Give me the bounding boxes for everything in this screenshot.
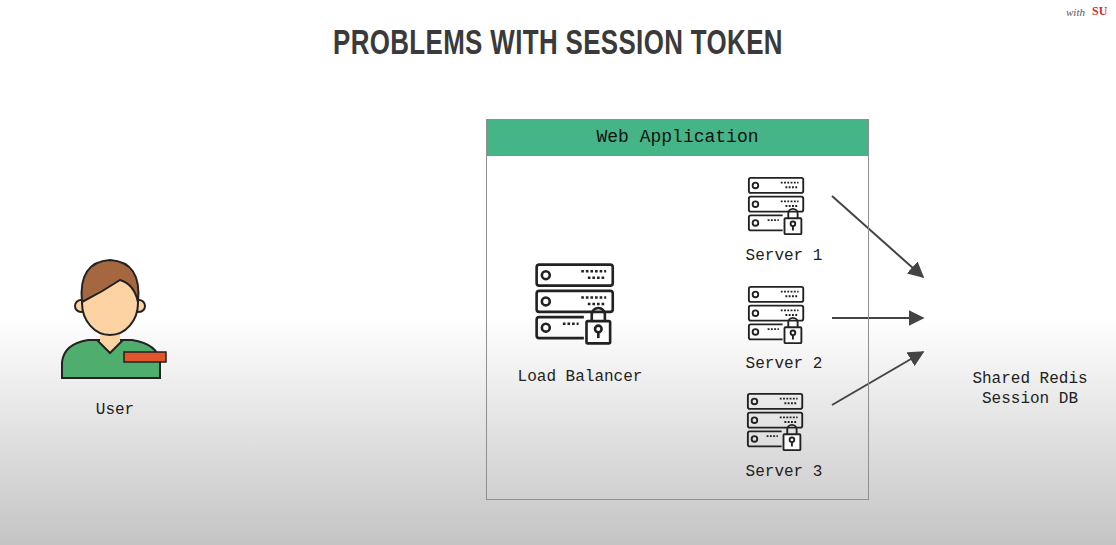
- server: Server 3: [736, 386, 832, 482]
- server: Server 1: [736, 170, 832, 266]
- connector-arrow: [832, 196, 923, 277]
- connector-arrow: [832, 352, 923, 405]
- watermark: with: [1066, 4, 1085, 20]
- watermark: SU: [1092, 3, 1107, 19]
- node-label: User: [96, 400, 134, 420]
- session-store: Shared Redis Session DB: [923, 262, 1116, 409]
- node-label: Shared Redis Session DB: [941, 369, 1116, 409]
- panel-header: Web Application: [487, 120, 868, 156]
- load-balancer-icon: [537, 265, 613, 344]
- server-icon: [749, 287, 803, 343]
- title-row: PROBLEMS WITH SESSION TOKEN: [0, 22, 1116, 62]
- node-label: Server 3: [746, 462, 823, 482]
- title: PROBLEMS WITH SESSION TOKEN: [333, 22, 783, 62]
- user-icon: [62, 260, 166, 378]
- application-panel: Load Balancer Server 1 Server 2 Server 3 Web…: [486, 119, 869, 500]
- server: Server 2: [736, 280, 832, 374]
- load-balancer: Load Balancer: [500, 255, 660, 387]
- user-actor: User: [55, 255, 175, 420]
- node-label: Server 1: [746, 246, 823, 266]
- node-label: Load Balancer: [518, 367, 643, 387]
- server-icon: [748, 394, 802, 450]
- server-icon: [749, 178, 803, 234]
- node-label: Server 2: [746, 354, 823, 374]
- connector-arrow: [832, 317, 923, 319]
